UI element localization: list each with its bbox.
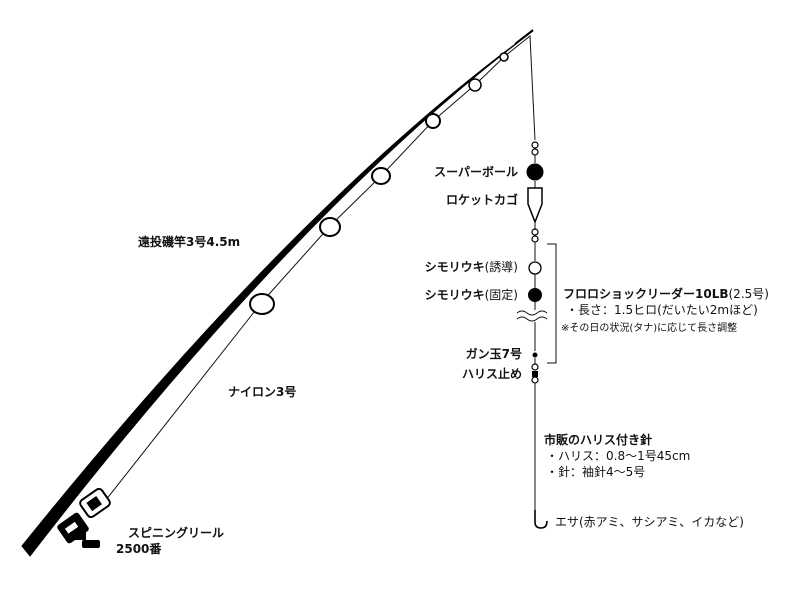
rod-guide: [371, 167, 391, 185]
float-sliding-name: シモリウキ: [424, 260, 485, 274]
leader-title: フロロショックリーダー10LB(2.5号): [563, 287, 769, 301]
float-fixed-name: シモリウキ: [424, 288, 485, 302]
rod-guide: [468, 78, 482, 92]
leader-bracket: [547, 243, 557, 364]
leader-note: ※その日の状況(タナ)に応じて長さ調整: [561, 323, 738, 334]
split-shot-label: ガン玉7号: [465, 347, 522, 361]
hook: [534, 510, 548, 529]
rod-guide: [249, 293, 275, 315]
float-sliding-note: (誘導): [484, 260, 518, 274]
hook-title: 市販のハリス付き針: [544, 433, 653, 447]
bait-label: エサ(赤アミ、サシアミ、イカなど): [555, 515, 744, 529]
reel-label-line1: スピニングリール: [128, 526, 225, 540]
float-fixed: [528, 288, 542, 302]
leader-title-note: (2.5号): [728, 287, 769, 301]
rod-guide: [499, 52, 509, 62]
float-sliding: [528, 261, 542, 275]
harisu-stopper-label: ハリス止め: [461, 367, 522, 381]
rig: [516, 141, 548, 529]
split-shot: [532, 352, 538, 358]
rod-guide: [319, 217, 341, 237]
rocket-kago-label: ロケットカゴ: [445, 193, 518, 207]
super-ball: [526, 163, 544, 181]
float-sliding-label: シモリウキ(誘導): [425, 260, 518, 274]
line-break-wave: [516, 310, 548, 322]
leader-length: ・長さ：1.5ヒロ(だいたい2mほど): [566, 303, 758, 317]
rod-label: 遠投磯竿3号4.5m: [138, 235, 241, 249]
hook-size: ・針：袖針4〜5号: [546, 465, 646, 479]
bait-text: エサ(赤アミ、サシアミ、イカなど): [555, 515, 744, 529]
super-ball-label: スーパーボール: [434, 165, 518, 179]
line-label: ナイロン3号: [228, 385, 297, 399]
rod-guide: [425, 113, 441, 129]
rod-tip: [514, 29, 534, 45]
leader-title-main: フロロショックリーダー10LB: [563, 287, 729, 301]
spinning-reel: [57, 487, 111, 548]
float-fixed-label: シモリウキ(固定): [425, 288, 518, 302]
reel-label-line2: 2500番: [116, 542, 162, 556]
rocket-kago: [527, 187, 543, 225]
hook-harisu: ・ハリス：0.8〜1号45cm: [546, 449, 691, 463]
float-fixed-note: (固定): [484, 288, 518, 302]
